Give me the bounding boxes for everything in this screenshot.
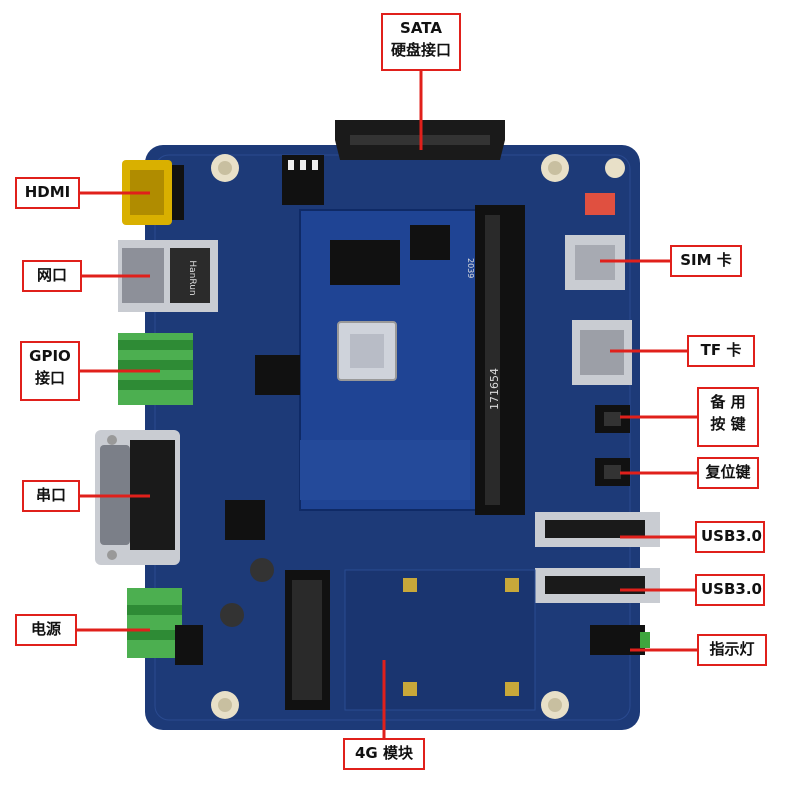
- memory-chip: [330, 240, 400, 285]
- ram-text: 171654: [488, 368, 501, 410]
- usb-ports: [535, 512, 660, 603]
- label-led: 指示灯: [697, 634, 767, 666]
- sodimm-slot: 171654: [475, 205, 525, 515]
- label-power: 电源: [15, 614, 77, 646]
- label-reset-button: 复位键: [697, 457, 759, 489]
- label-serial: 串口: [22, 480, 80, 512]
- leader-lines: [77, 71, 697, 738]
- lan-brand-text: HanRun: [187, 260, 197, 295]
- label-hdmi: HDMI: [15, 177, 80, 209]
- label-spare-button: 备 用按 键: [697, 387, 759, 447]
- chip-id-text: 2039: [466, 258, 475, 278]
- label-lan: 网口: [22, 260, 82, 292]
- mounting-holes: [211, 154, 625, 719]
- label-sim: SIM 卡: [670, 245, 742, 277]
- label-tf: TF 卡: [687, 335, 755, 367]
- lte-module-area: [344, 569, 536, 711]
- gpio-terminal: [118, 333, 193, 405]
- label-usb-1: USB3.0: [695, 521, 765, 553]
- label-lte: 4G 模块: [343, 738, 425, 770]
- label-usb-2: USB3.0: [695, 574, 765, 606]
- power-terminal: [127, 588, 182, 658]
- top-right-switch: [585, 193, 615, 215]
